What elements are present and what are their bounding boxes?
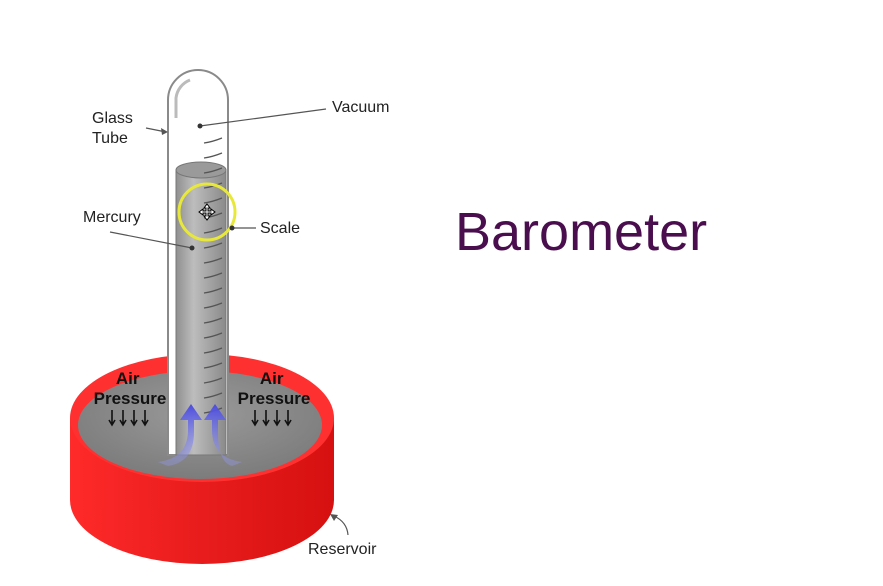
- scale-tick: [203, 182, 223, 189]
- vacuum-label: Vacuum: [332, 99, 390, 116]
- air-pressure-right-line2: Pressure: [238, 389, 311, 408]
- scale-tick: [203, 362, 223, 369]
- scale-tick: [203, 167, 223, 174]
- air-pressure-left-line1: Air: [116, 369, 140, 388]
- rising-arrows: [158, 404, 242, 466]
- vacuum-leader: [199, 108, 327, 127]
- mercury-column: [175, 161, 227, 456]
- scale-tick: [203, 332, 223, 339]
- page-title: Barometer: [455, 202, 708, 262]
- reservoir-arrowhead: [330, 514, 338, 521]
- reservoir-label: Reservoir: [308, 541, 377, 558]
- highlight-ring: [177, 182, 237, 242]
- scale-tick: [203, 272, 223, 279]
- scale-ticks: [203, 137, 223, 414]
- pressure-arrow: [141, 410, 149, 427]
- mercury-label: Mercury: [83, 209, 141, 226]
- scale-tick: [203, 227, 223, 234]
- scale-tick: [203, 257, 223, 264]
- air-pressure-right-label: Air Pressure: [238, 369, 311, 408]
- scale-tick: [203, 242, 223, 249]
- mercury-column-top: [175, 161, 227, 179]
- mercury-leader: [109, 231, 193, 249]
- air-pressure-left-line2: Pressure: [94, 389, 167, 408]
- pressure-arrow: [284, 410, 292, 427]
- vacuum-dot: [197, 123, 203, 129]
- right-rising-arrow: [204, 404, 242, 466]
- glass-tube-label-line1: Glass: [92, 110, 133, 127]
- air-pressure-right-line1: Air: [260, 369, 284, 388]
- air-pressure-arrows-right: [251, 410, 292, 427]
- scale-tick: [203, 287, 223, 294]
- scale-tick: [203, 197, 223, 204]
- scale-tick: [203, 317, 223, 324]
- scale-tick: [203, 392, 223, 399]
- pressure-arrow: [119, 410, 127, 427]
- mercury-dot: [189, 245, 195, 251]
- callout-lines: [109, 108, 349, 536]
- pressure-arrow: [130, 410, 138, 427]
- scale-dot: [229, 225, 235, 231]
- reservoir-leader: [333, 515, 349, 536]
- pressure-arrow: [262, 410, 270, 427]
- pressure-arrow: [108, 410, 116, 427]
- pressure-arrow: [273, 410, 281, 427]
- scale-tick: [203, 347, 223, 354]
- move-cursor-icon: [198, 203, 216, 221]
- pressure-arrow: [251, 410, 259, 427]
- glass-tube-label: Glass Tube: [92, 110, 137, 147]
- scale-tick: [203, 137, 223, 144]
- glass-tube-arrowhead: [161, 128, 168, 135]
- left-rising-arrow: [158, 404, 202, 466]
- scale-label: Scale: [260, 220, 300, 237]
- scale-tick: [203, 152, 223, 159]
- air-pressure-left-label: Air Pressure: [94, 369, 167, 408]
- glass-tube-highlight: [174, 78, 191, 118]
- glass-tube-label-line2: Tube: [92, 130, 128, 147]
- air-pressure-arrows-left: [108, 410, 149, 427]
- scale-tick: [203, 302, 223, 309]
- scale-tick: [203, 377, 223, 384]
